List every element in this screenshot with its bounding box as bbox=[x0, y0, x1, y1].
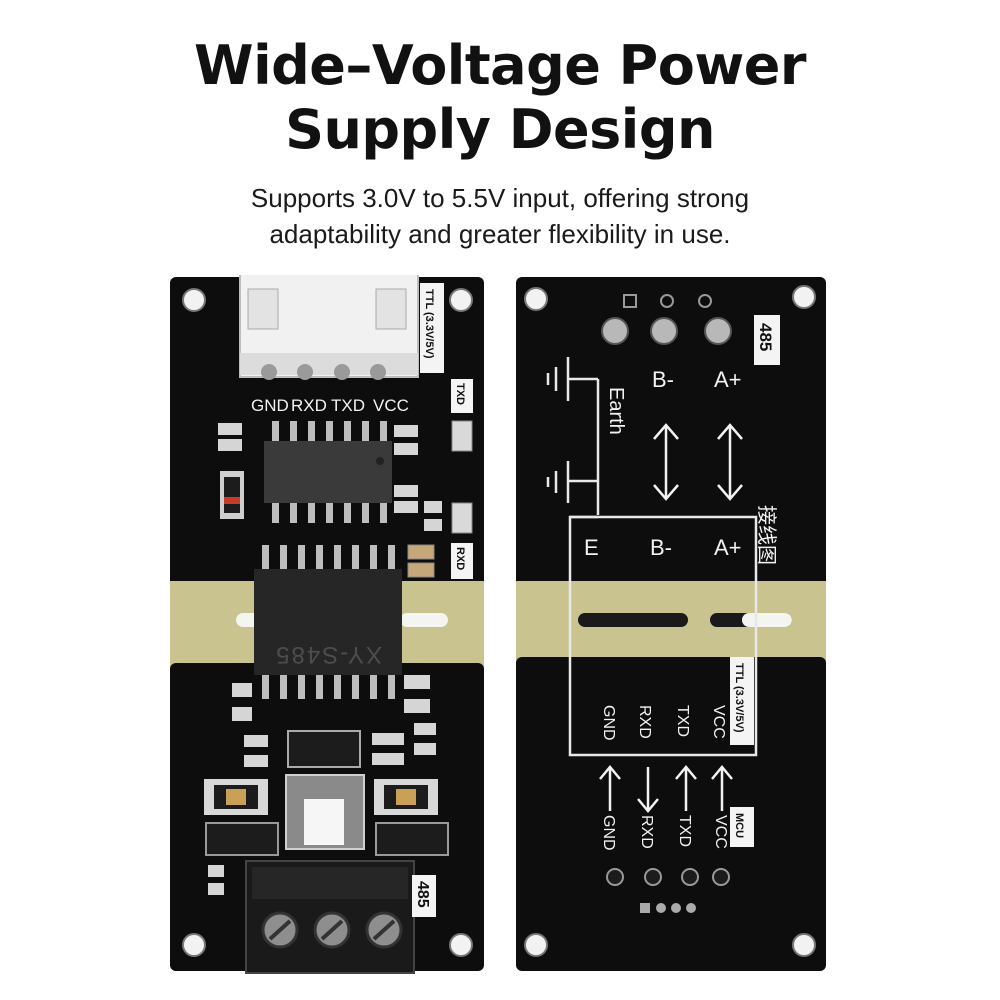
jst-connector-icon bbox=[239, 275, 419, 380]
arrow-down-icon bbox=[637, 767, 659, 813]
break-slot-gap bbox=[742, 613, 792, 627]
ground-symbol-icon bbox=[546, 357, 598, 401]
ttl-label: TTL (3.3V/5V) bbox=[423, 289, 435, 359]
front-board-photo: TTL (3.3V/5V) GND RXD TXD VCC TXD RXD bbox=[170, 275, 484, 974]
smd-diode-icon bbox=[205, 822, 279, 856]
smd-capacitor-icon bbox=[407, 544, 435, 578]
rxd-label-box bbox=[451, 543, 473, 579]
headline-line-1: Wide–Voltage Power bbox=[194, 34, 806, 97]
headline-line-2: Supply Design bbox=[285, 98, 715, 161]
box-b-label: B- bbox=[650, 535, 672, 560]
b-minus-label: B- bbox=[652, 367, 674, 392]
rxd-led-label: RXD bbox=[454, 547, 466, 570]
diode-icon bbox=[220, 471, 244, 519]
mounting-hole-icon bbox=[182, 933, 206, 957]
mounting-hole-icon bbox=[449, 933, 473, 957]
box-a-label: A+ bbox=[714, 535, 742, 560]
ttl-pin-rxd: RXD bbox=[636, 705, 653, 739]
ttl-label-box bbox=[730, 657, 754, 745]
headline: Wide–Voltage Power Supply Design bbox=[0, 34, 1000, 162]
chip-marking: XY-S485 bbox=[274, 641, 382, 668]
solder-joint-icon bbox=[601, 294, 732, 345]
smd-resistor-icon bbox=[218, 423, 442, 531]
pin-label-txd: TXD bbox=[331, 396, 365, 415]
smd-resistor-icon bbox=[208, 865, 224, 895]
subtitle: Supports 3.0V to 5.5V input, offering st… bbox=[0, 180, 1000, 252]
mounting-hole-icon bbox=[449, 288, 473, 312]
ttl-pin-vcc: VCC bbox=[710, 705, 727, 739]
port-485-label: 485 bbox=[756, 323, 775, 351]
mcu-pin-gnd: GND bbox=[600, 815, 617, 851]
mcu-pin-rxd: RXD bbox=[638, 815, 655, 849]
smd-resistor-icon bbox=[232, 675, 436, 767]
mcu-pin-txd: TXD bbox=[676, 815, 693, 847]
upper-ic-icon bbox=[264, 421, 392, 523]
bidirectional-arrow-icon bbox=[717, 423, 743, 501]
mcu-label-box bbox=[730, 807, 754, 847]
mounting-hole-icon bbox=[524, 933, 548, 957]
pin-label-rxd: RXD bbox=[291, 396, 327, 415]
fuse-icon bbox=[204, 779, 268, 815]
pin-label-vcc: VCC bbox=[373, 396, 409, 415]
port-label-box bbox=[754, 315, 780, 365]
rxd-led-icon bbox=[451, 502, 473, 534]
ttl-label: TTL (3.3V/5V) bbox=[733, 663, 745, 733]
earth-label: Earth bbox=[605, 387, 627, 435]
arrow-up-icon bbox=[599, 765, 621, 811]
ttl-label-box: TTL (3.3V/5V) bbox=[420, 283, 444, 373]
wiring-box-outline bbox=[568, 515, 758, 757]
arrow-up-icon bbox=[711, 765, 733, 811]
bidirectional-arrow-icon bbox=[653, 423, 679, 501]
solder-pad-icon bbox=[606, 868, 730, 913]
wiring-diagram-title: 接线图 bbox=[755, 505, 778, 565]
tvs-diode-icon bbox=[285, 774, 365, 850]
break-slot-left bbox=[578, 613, 688, 627]
smd-diode-icon bbox=[375, 822, 449, 856]
break-slot-right bbox=[400, 613, 448, 627]
rs485-chip-icon: XY-S485 bbox=[254, 545, 402, 699]
txd-led-icon bbox=[451, 420, 473, 452]
box-e-label: E bbox=[584, 535, 599, 560]
ttl-pin-txd: TXD bbox=[674, 705, 691, 737]
mcu-pin-vcc: VCC bbox=[712, 815, 729, 849]
ground-symbol-icon bbox=[546, 461, 598, 503]
mcu-label: MCU bbox=[733, 813, 745, 838]
pin-label-gnd: GND bbox=[251, 396, 289, 415]
ttl-pin-gnd: GND bbox=[600, 705, 617, 741]
screw-terminal-icon bbox=[245, 860, 415, 974]
txd-label-box bbox=[451, 379, 473, 413]
port-485-label: 485 bbox=[414, 881, 431, 908]
subtitle-line-2: adaptability and greater flexibility in … bbox=[269, 219, 731, 249]
port-label-box bbox=[412, 875, 436, 917]
arrow-up-icon bbox=[675, 765, 697, 811]
txd-led-label: TXD bbox=[454, 383, 466, 405]
mounting-hole-icon bbox=[792, 285, 816, 309]
mounting-hole-icon bbox=[524, 287, 548, 311]
smd-diode-icon bbox=[287, 730, 361, 768]
subtitle-line-1: Supports 3.0V to 5.5V input, offering st… bbox=[250, 183, 750, 213]
back-board-photo: 485 Earth B- A+ 接线图 E B- A+ TTL (3.3V/5V… bbox=[516, 277, 826, 971]
mounting-hole-icon bbox=[182, 288, 206, 312]
mounting-hole-icon bbox=[792, 933, 816, 957]
pcb-bottom-section bbox=[516, 657, 826, 971]
fuse-icon bbox=[374, 779, 438, 815]
a-plus-label: A+ bbox=[714, 367, 742, 392]
